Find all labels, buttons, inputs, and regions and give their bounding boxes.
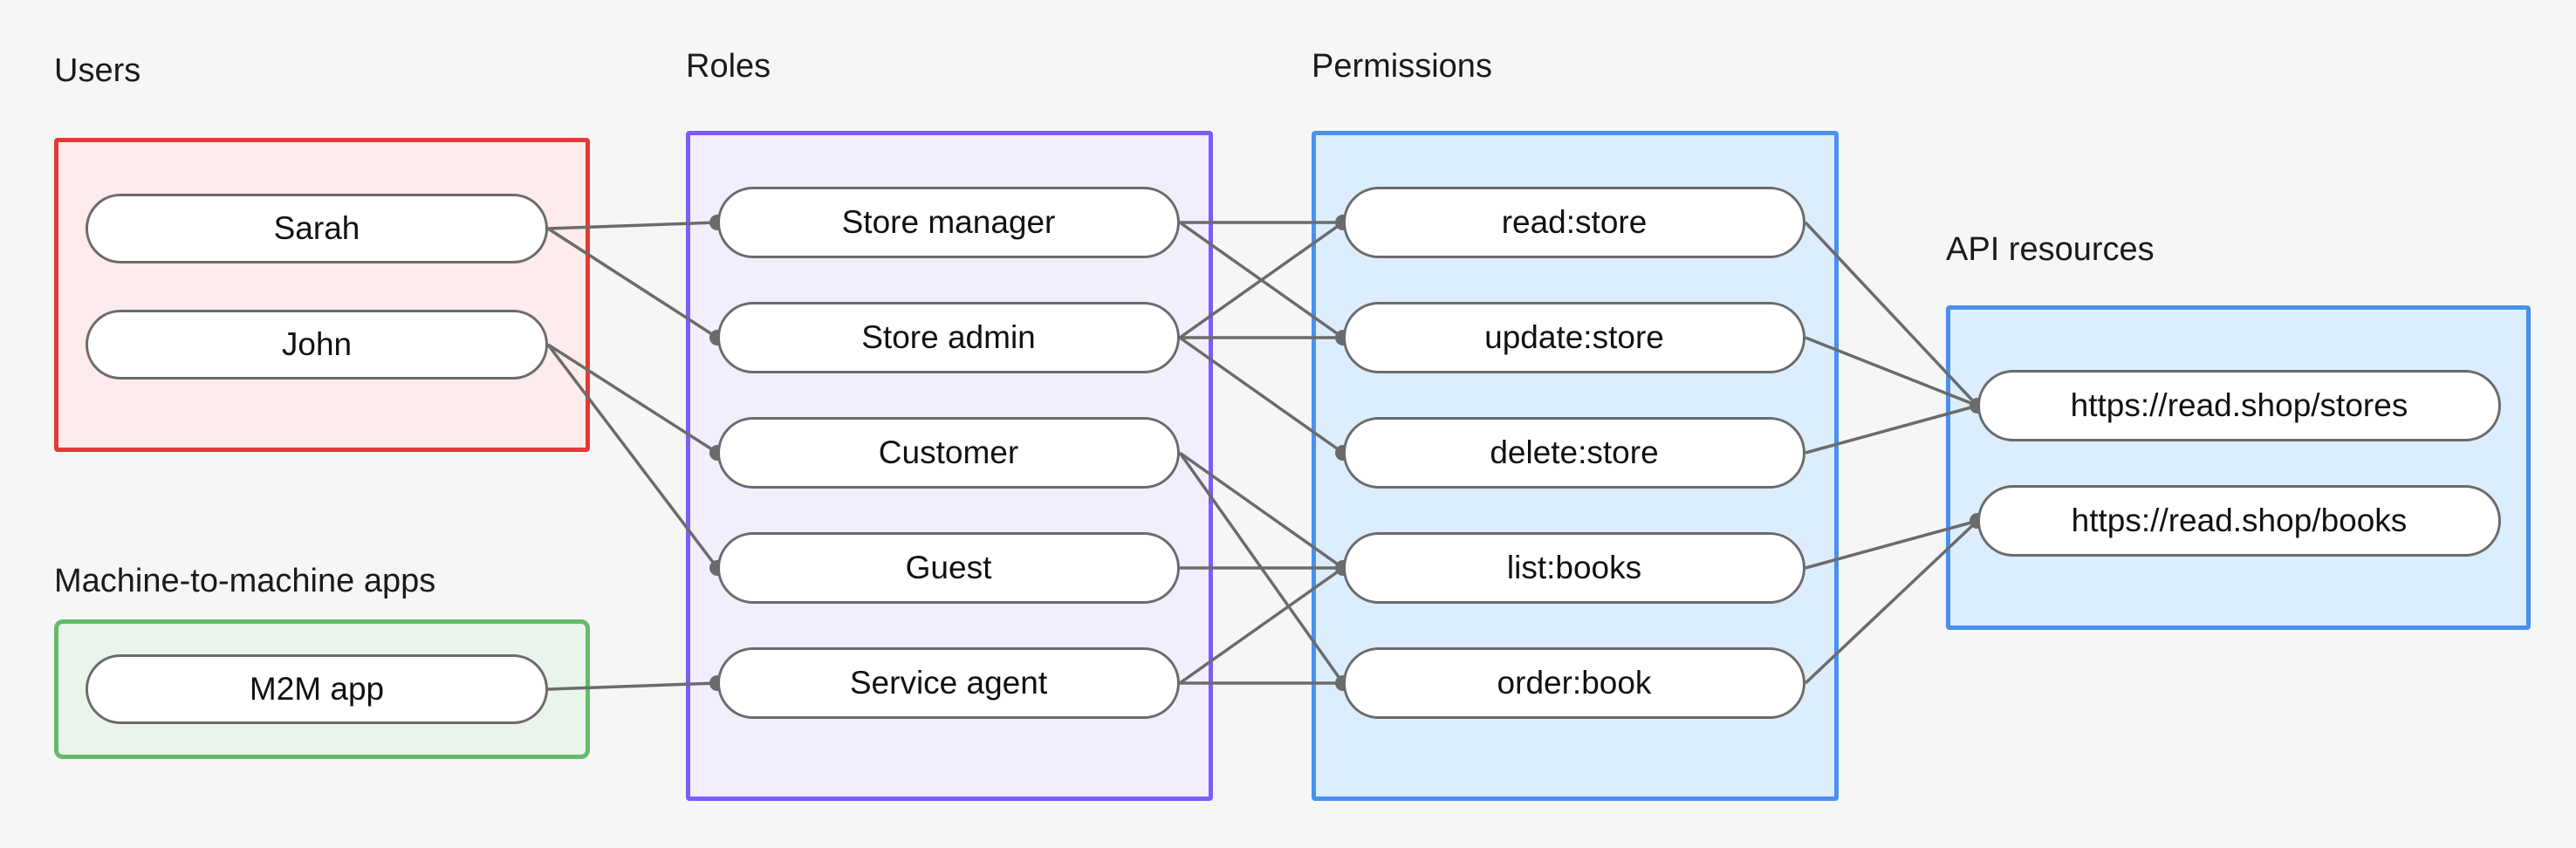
node-label-m2m-app: M2M app bbox=[249, 671, 385, 707]
node-label-delete-store: delete:store bbox=[1490, 434, 1659, 470]
node-label-customer: Customer bbox=[878, 434, 1019, 470]
node-read-store[interactable]: read:store bbox=[1343, 187, 1805, 258]
node-label-service-agent: Service agent bbox=[849, 665, 1048, 701]
group-label-roles: Roles bbox=[686, 48, 771, 85]
group-label-permissions: Permissions bbox=[1312, 48, 1492, 85]
node-label-john: John bbox=[281, 326, 353, 362]
node-label-update-store: update:store bbox=[1484, 319, 1664, 355]
node-delete-store[interactable]: delete:store bbox=[1343, 417, 1805, 489]
node-label-list-books: list:books bbox=[1506, 550, 1642, 585]
node-sarah[interactable]: Sarah bbox=[86, 194, 548, 263]
group-box-users bbox=[54, 138, 590, 452]
node-label-res-books: https://read.shop/books bbox=[2071, 503, 2408, 538]
node-label-res-stores: https://read.shop/stores bbox=[2070, 387, 2408, 423]
node-update-store[interactable]: update:store bbox=[1343, 302, 1805, 373]
group-box-api bbox=[1946, 305, 2531, 630]
group-label-m2m: Machine-to-machine apps bbox=[54, 563, 436, 599]
node-res-books[interactable]: https://read.shop/books bbox=[1977, 485, 2501, 557]
node-store-admin[interactable]: Store admin bbox=[717, 302, 1180, 373]
node-service-agent[interactable]: Service agent bbox=[717, 647, 1180, 719]
node-m2m-app[interactable]: M2M app bbox=[86, 654, 548, 724]
group-label-users: Users bbox=[54, 52, 141, 89]
node-list-books[interactable]: list:books bbox=[1343, 532, 1805, 604]
group-label-api: API resources bbox=[1946, 231, 2155, 268]
node-label-read-store: read:store bbox=[1501, 204, 1648, 240]
node-label-store-manager: Store manager bbox=[841, 204, 1056, 240]
node-label-guest: Guest bbox=[905, 550, 992, 585]
node-label-store-admin: Store admin bbox=[861, 319, 1036, 355]
node-order-book[interactable]: order:book bbox=[1343, 647, 1805, 719]
node-store-manager[interactable]: Store manager bbox=[717, 187, 1180, 258]
node-label-sarah: Sarah bbox=[273, 210, 360, 246]
node-res-stores[interactable]: https://read.shop/stores bbox=[1977, 370, 2501, 441]
node-john[interactable]: John bbox=[86, 310, 548, 380]
node-customer[interactable]: Customer bbox=[717, 417, 1180, 489]
node-label-order-book: order:book bbox=[1497, 665, 1652, 701]
node-guest[interactable]: Guest bbox=[717, 532, 1180, 604]
